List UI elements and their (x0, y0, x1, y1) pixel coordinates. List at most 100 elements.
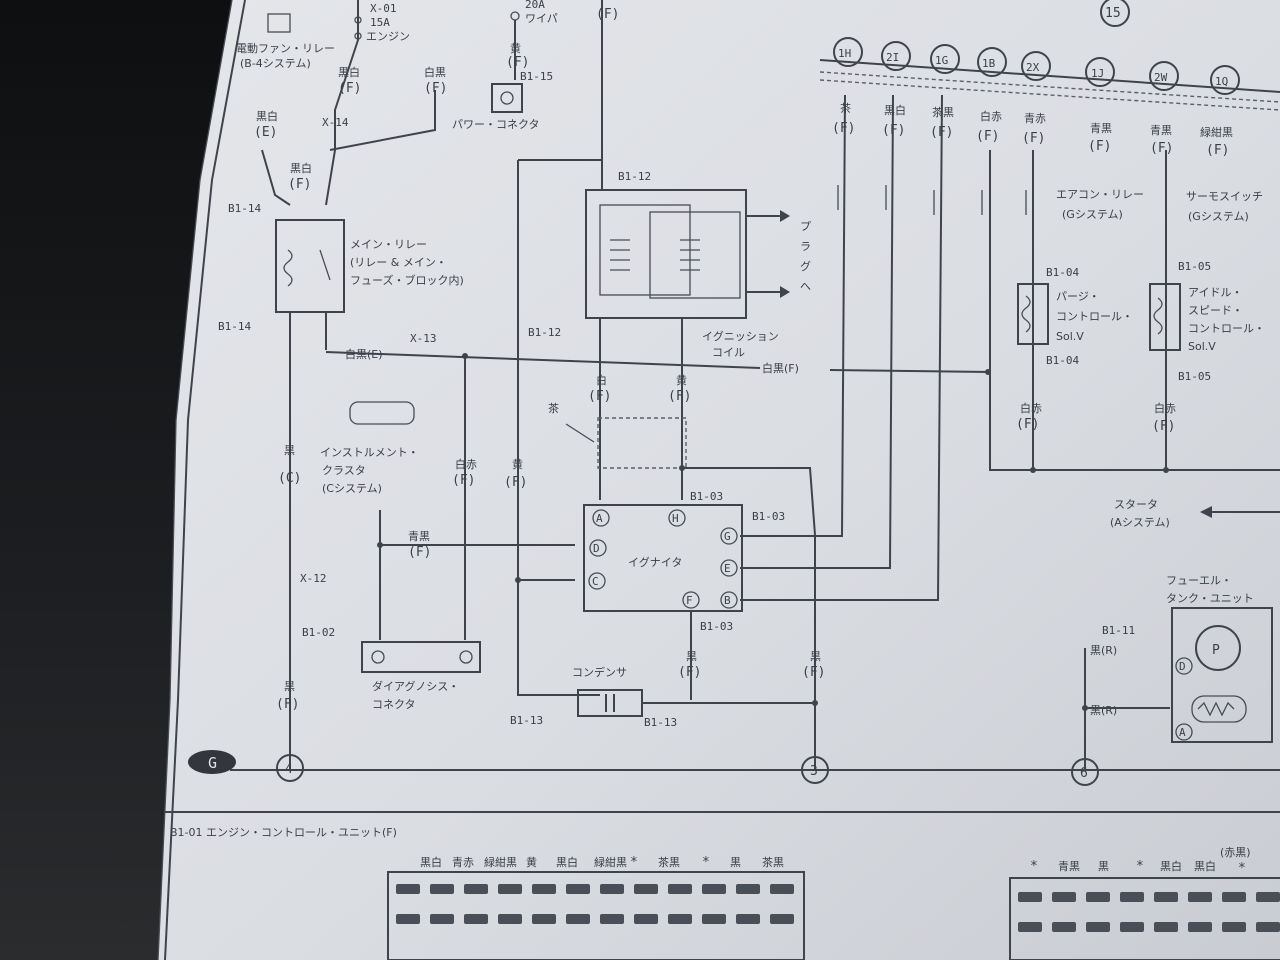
connector-pin (1222, 922, 1246, 932)
svg-text:黒白: 黒白 (1194, 859, 1216, 873)
svg-text:クラスタ: クラスタ (322, 464, 366, 477)
connector-pin (1120, 892, 1144, 902)
svg-text:A: A (596, 512, 603, 525)
aircon-relay-label: エアコン・リレー (1056, 188, 1144, 201)
svg-text:青黒: 青黒 (1058, 860, 1080, 873)
diagram-frame (164, 0, 246, 960)
connector-pin (1052, 892, 1076, 902)
svg-text:F: F (686, 594, 693, 607)
node-2w: 2W (1149, 61, 1179, 91)
svg-text:青赤: 青赤 (452, 856, 474, 869)
svg-text:X-01: X-01 (370, 2, 397, 15)
svg-text:(Cシステム): (Cシステム) (322, 482, 382, 495)
svg-text:(F): (F) (1206, 143, 1229, 158)
connector-pin (1154, 892, 1178, 902)
svg-text:青黒: 青黒 (408, 530, 430, 543)
connector-pin (736, 914, 760, 924)
svg-text:白: 白 (596, 373, 607, 387)
svg-text:B1-02: B1-02 (302, 626, 335, 639)
svg-text:(F): (F) (424, 81, 447, 96)
node-1q: 1Q (1210, 65, 1240, 95)
svg-text:Sol.V: Sol.V (1056, 330, 1084, 343)
svg-text:2W: 2W (1154, 71, 1168, 84)
svg-text:アイドル・: アイドル・ (1188, 286, 1242, 299)
svg-text:15A: 15A (370, 16, 390, 29)
svg-text:6: 6 (1080, 766, 1088, 781)
connector-pin (532, 884, 556, 894)
connector-pin (1086, 922, 1110, 932)
svg-text:B1-12: B1-12 (528, 326, 561, 339)
connector-pin (396, 884, 420, 894)
svg-text:(F): (F) (1016, 417, 1039, 432)
svg-text:1G: 1G (935, 54, 948, 67)
node-1g: 1G (930, 44, 960, 74)
svg-text:A: A (1179, 726, 1186, 739)
svg-text:黒: 黒 (730, 856, 741, 869)
ecu-unit-title: B1-01 エンジン・コントロール・ユニット(F) (170, 826, 397, 839)
svg-text:パワー・コネクタ: パワー・コネクタ (452, 118, 540, 131)
svg-text:X-13: X-13 (410, 332, 437, 345)
connector-pin (634, 884, 658, 894)
svg-text:黒: 黒 (686, 650, 697, 663)
svg-text:メイン・リレー: メイン・リレー (350, 238, 427, 251)
svg-text:白赤: 白赤 (1154, 401, 1176, 415)
svg-text:タンク・ユニット: タンク・ユニット (1166, 592, 1254, 605)
node-1h: 1H (833, 37, 863, 67)
connector-pin (1052, 922, 1076, 932)
svg-text:黒白: 黒白 (338, 65, 360, 79)
starter-label: スタータ (Aシステム) (1110, 498, 1280, 529)
power-connector: 黄 (F) B1-15 パワー・コネクタ (452, 20, 553, 131)
svg-text:黒白: 黒白 (420, 855, 442, 869)
svg-text:(F): (F) (452, 473, 475, 488)
svg-text:コイル: コイル (712, 346, 745, 359)
connector-pin (566, 914, 590, 924)
connector-pin (1256, 922, 1280, 932)
connector-pin (1222, 892, 1246, 902)
node-1j: 1J (1085, 57, 1115, 87)
paper-sheet (158, 0, 1280, 960)
svg-text:コントロール・: コントロール・ (1056, 310, 1133, 323)
svg-text:パージ・: パージ・ (1056, 290, 1100, 303)
svg-text:Sol.V: Sol.V (1188, 340, 1216, 353)
svg-text:黒白: 黒白 (1160, 859, 1182, 873)
svg-text:B1-14: B1-14 (218, 320, 251, 333)
svg-text:X-12: X-12 (300, 572, 327, 585)
svg-text:20A: 20A (525, 0, 545, 11)
svg-text:(F): (F) (276, 697, 299, 712)
connector-pin (1120, 922, 1144, 932)
svg-text:白黒(F): 白黒(F) (762, 361, 799, 375)
svg-text:(C): (C) (278, 471, 301, 486)
svg-text:黄: 黄 (676, 373, 687, 387)
ecu-connector-right: (赤黒) (1009, 846, 1280, 960)
svg-text:(F): (F) (596, 7, 619, 22)
svg-text:コネクタ: コネクタ (372, 698, 416, 711)
svg-text:1B: 1B (982, 57, 996, 70)
svg-text:青赤: 青赤 (1024, 112, 1046, 125)
svg-text:B1-13: B1-13 (644, 716, 677, 729)
connector-pin (498, 884, 522, 894)
svg-text:P: P (1212, 643, 1220, 658)
svg-text:B1-04: B1-04 (1046, 354, 1079, 367)
svg-text:茶: 茶 (840, 102, 851, 115)
svg-text:B1-03: B1-03 (690, 490, 723, 503)
svg-text:コントロール・: コントロール・ (1188, 322, 1265, 335)
connector-pin (566, 884, 590, 894)
connector-pin (736, 884, 760, 894)
svg-text:グ: グ (800, 259, 811, 273)
igniter: B1-03 A H D C F G E B イグナイタ B1-03 B1-03 (583, 490, 785, 633)
svg-text:緑紺黒: 緑紺黒 (1200, 125, 1233, 139)
svg-text:(F): (F) (668, 389, 691, 404)
svg-text:黄: 黄 (510, 41, 521, 55)
node-1b: 1B (977, 47, 1007, 77)
svg-text:(F): (F) (288, 177, 311, 192)
svg-text:緑紺黒: 緑紺黒 (484, 855, 517, 869)
svg-text:B1-11: B1-11 (1102, 624, 1135, 637)
svg-text:2I: 2I (886, 51, 899, 64)
svg-text:1J: 1J (1091, 67, 1104, 80)
svg-text:(F): (F) (1088, 139, 1111, 154)
svg-text:青黒: 青黒 (1150, 124, 1172, 137)
svg-text:(赤黒): (赤黒) (1220, 846, 1251, 859)
svg-text:D: D (593, 542, 600, 555)
svg-text:ラ: ラ (800, 240, 811, 253)
